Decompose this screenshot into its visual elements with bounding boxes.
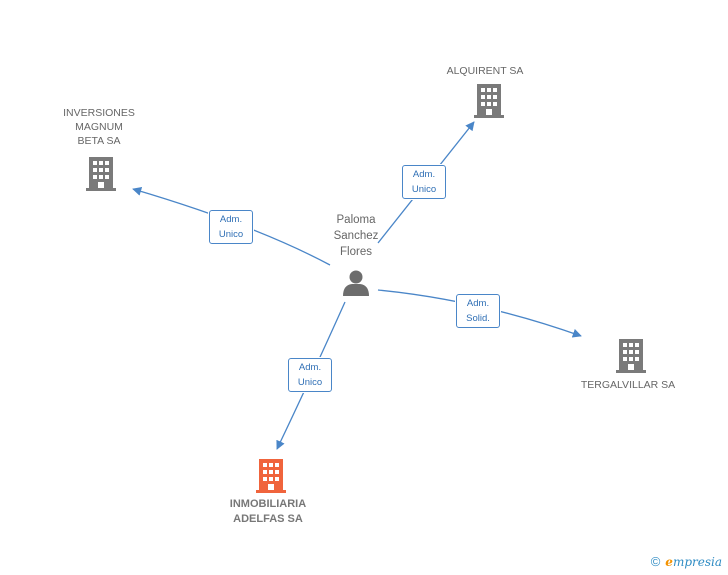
edge-label-line: Unico (297, 377, 323, 388)
edge-label-line: Solid. (466, 313, 490, 324)
edge-label-line: Adm. (412, 169, 436, 180)
person-name-line: Flores (340, 246, 372, 258)
person-name-line: Sanchez (333, 230, 379, 242)
company-label-alquirent[interactable]: ALQUIRENT SA (430, 64, 540, 78)
edge-label-tergalvillar[interactable]: Adm. Solid. (456, 294, 500, 328)
company-label-line: MAGNUM (75, 121, 123, 133)
building-icon-tergalvillar[interactable] (616, 339, 646, 373)
edge-label-line: Unico (218, 229, 244, 240)
edge-label-inversiones[interactable]: Adm. Unico (209, 210, 253, 244)
company-label-line: INMOBILIARIA (229, 498, 307, 510)
copyright-icon: © (650, 554, 661, 569)
person-name-line: Paloma (336, 214, 376, 226)
edge-label-inmobiliaria[interactable]: Adm. Unico (288, 358, 332, 392)
building-icon-inversiones[interactable] (86, 157, 116, 191)
footer-brand[interactable]: © empresia (651, 554, 722, 569)
company-label-line: BETA SA (77, 135, 121, 147)
company-label-tergalvillar[interactable]: TERGALVILLAR SA (571, 378, 685, 392)
edge-label-line: Adm. (466, 298, 490, 309)
company-label-line: INVERSIONES (63, 107, 135, 119)
brand-logo: empresia (665, 555, 722, 569)
company-label-line: ALQUIRENT SA (446, 65, 524, 77)
brand-initial: e (665, 554, 673, 569)
company-label-inmobiliaria[interactable]: INMOBILIARIA ADELFAS SA (211, 497, 325, 527)
brand-name: mpresia (672, 554, 722, 569)
building-icon-inmobiliaria[interactable] (256, 459, 286, 493)
company-label-line: TERGALVILLAR SA (580, 379, 676, 391)
person-name[interactable]: Paloma Sanchez Flores (316, 212, 396, 260)
company-label-inversiones[interactable]: INVERSIONES MAGNUM BETA SA (49, 106, 149, 148)
building-icon-alquirent[interactable] (474, 84, 504, 118)
edge-label-line: Unico (411, 184, 437, 195)
edge-label-alquirent[interactable]: Adm. Unico (402, 165, 446, 199)
person-icon[interactable] (343, 270, 369, 297)
edge-label-line: Adm. (219, 214, 243, 225)
company-label-line: ADELFAS SA (233, 513, 303, 525)
edge-label-line: Adm. (298, 362, 322, 373)
